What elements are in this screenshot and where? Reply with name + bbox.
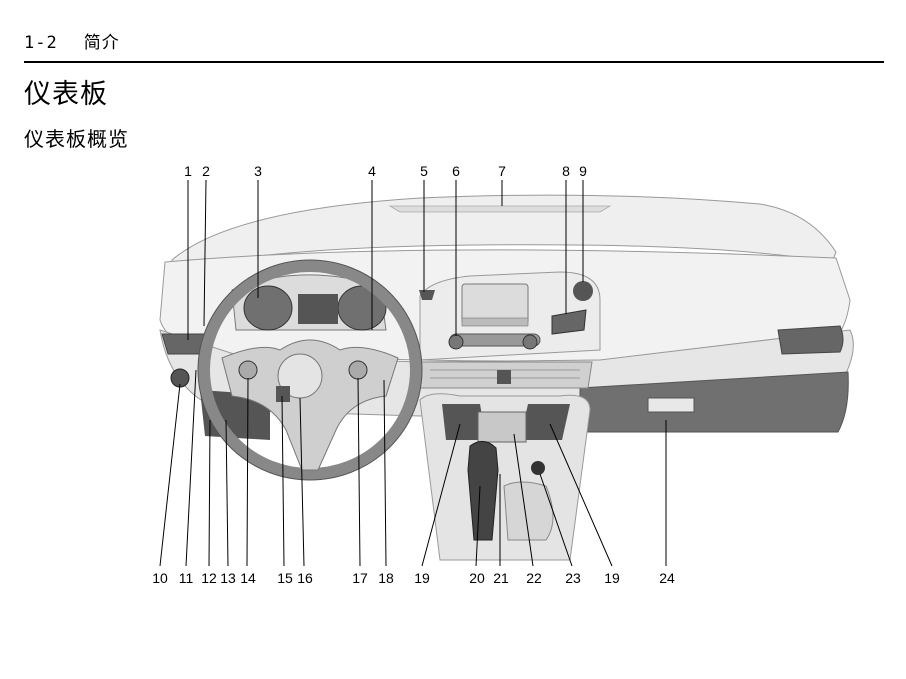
callout-12: 12 bbox=[201, 570, 217, 586]
callout-21: 21 bbox=[493, 570, 509, 586]
section-title: 仪表板 bbox=[24, 79, 108, 110]
callout-5: 5 bbox=[420, 163, 428, 179]
callout-22: 22 bbox=[526, 570, 542, 586]
leader-lines-top bbox=[187, 179, 584, 340]
left-knob bbox=[448, 334, 464, 350]
callout-1: 1 bbox=[184, 163, 192, 179]
chapter-name: 简介 bbox=[83, 33, 120, 53]
callout-15: 15 bbox=[277, 570, 293, 586]
callout-8: 8 bbox=[562, 163, 570, 179]
sub-title: 仪表板概览 bbox=[24, 127, 129, 151]
glovebox bbox=[579, 371, 849, 433]
dashboard-top bbox=[171, 194, 837, 271]
steering-wheel-rim-edge bbox=[197, 259, 423, 481]
running-header: 1-2 简介 bbox=[24, 28, 120, 53]
right-knob bbox=[522, 334, 538, 350]
gear-shifter bbox=[467, 441, 499, 541]
callout-16: 16 bbox=[297, 570, 313, 586]
hazard-button bbox=[497, 370, 511, 384]
center-display bbox=[298, 294, 338, 324]
callout-7: 7 bbox=[498, 163, 506, 179]
sensor-5 bbox=[419, 290, 435, 300]
callout-6: 6 bbox=[452, 163, 460, 179]
callout-labels-top: 1 2 3 4 5 6 7 8 9 bbox=[184, 163, 587, 179]
console-buttons bbox=[477, 411, 527, 443]
console-right-panel bbox=[520, 404, 570, 440]
callout-23: 23 bbox=[565, 570, 581, 586]
callout-20: 20 bbox=[469, 570, 485, 586]
callout-9: 9 bbox=[579, 163, 587, 179]
callout-10: 10 bbox=[152, 570, 168, 586]
left-wheel-control bbox=[238, 360, 258, 380]
defrost-vent bbox=[388, 205, 612, 213]
callout-3: 3 bbox=[254, 163, 262, 179]
callout-24: 24 bbox=[659, 570, 675, 586]
header-rule bbox=[24, 61, 884, 63]
callout-labels-bottom: 10 11 12 13 14 15 16 17 18 19 20 21 22 2… bbox=[152, 570, 675, 586]
callout-19: 19 bbox=[414, 570, 430, 586]
right-vent bbox=[777, 325, 844, 355]
steering-wheel-rim bbox=[198, 260, 422, 480]
callout-4: 4 bbox=[368, 163, 376, 179]
callout-19-right: 19 bbox=[604, 570, 620, 586]
leader-lines-bottom bbox=[159, 369, 667, 567]
callout-14: 14 bbox=[240, 570, 256, 586]
page-number: 1-2 bbox=[24, 33, 58, 53]
right-wheel-control bbox=[348, 360, 368, 380]
callout-18: 18 bbox=[378, 570, 394, 586]
cup-holder bbox=[503, 481, 554, 541]
callout-13: 13 bbox=[220, 570, 236, 586]
horn-module bbox=[276, 386, 290, 402]
console-knob-23 bbox=[531, 461, 545, 475]
left-vent bbox=[161, 333, 206, 355]
left-gauge bbox=[243, 285, 293, 331]
controls-8 bbox=[551, 309, 587, 335]
callout-2: 2 bbox=[202, 163, 210, 179]
button-strip bbox=[461, 317, 529, 327]
console-left-panel bbox=[442, 404, 486, 440]
glovebox-handle bbox=[647, 397, 695, 413]
callout-11: 11 bbox=[179, 570, 194, 586]
speaker-9 bbox=[573, 281, 593, 301]
callout-17: 17 bbox=[352, 570, 368, 586]
